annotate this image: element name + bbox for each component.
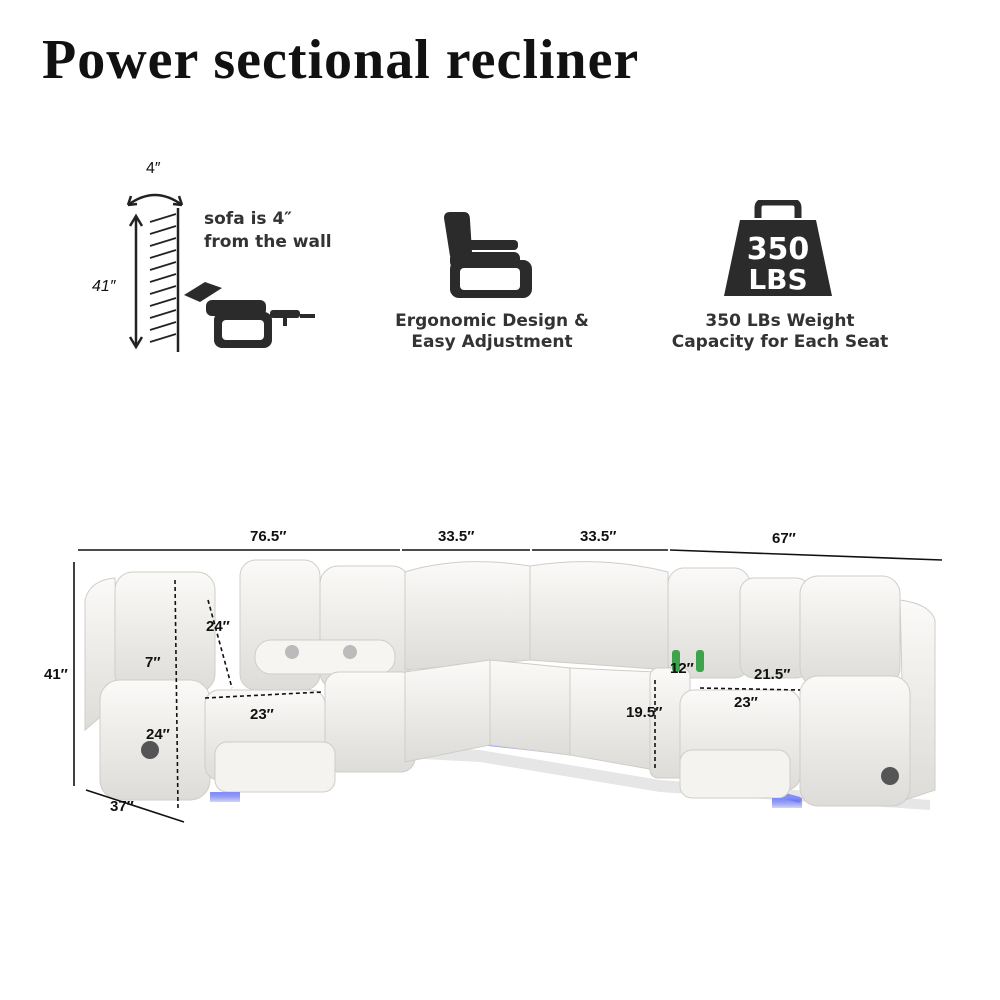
dim-overall-depth: 37″ — [110, 798, 134, 815]
sectional-sofa-image — [73, 549, 943, 823]
dim-seat-depth-right: 21.5″ — [754, 666, 791, 683]
recliner-chair-icon — [444, 212, 532, 298]
dim-overall-height: 41″ — [44, 666, 68, 683]
weight-badge-unit: LBS — [748, 263, 808, 296]
weight-capacity-icon — [724, 200, 832, 296]
dim-seat-width-left: 23″ — [250, 706, 274, 723]
dim-armrest-width: 7″ — [145, 654, 161, 671]
feature-text-line1: Ergonomic Design & — [395, 311, 589, 331]
wall-height-label: 41″ — [92, 278, 116, 295]
dim-seat-width-right: 23″ — [734, 694, 758, 711]
dim-top-corner-left: 33.5″ — [438, 528, 475, 545]
feature-text-line2: Capacity for Each Seat — [671, 332, 889, 352]
feature-text-line1: 350 LBs Weight — [705, 311, 855, 331]
page-title: Power sectional recliner — [42, 29, 640, 91]
feature-text-line1: sofa is 4″ — [204, 209, 292, 229]
wall-gap-label: 4″ — [146, 160, 161, 177]
feature-text-line2: Easy Adjustment — [411, 332, 573, 352]
dim-console-height: 19.5″ — [626, 704, 663, 721]
wall-clearance-icon — [126, 193, 315, 352]
dim-top-right-width: 67″ — [772, 530, 796, 547]
dim-top-left-width: 76.5″ — [250, 528, 287, 545]
dim-top-corner-right: 33.5″ — [580, 528, 617, 545]
dim-console-width: 12″ — [670, 660, 694, 677]
feature-text-line2: from the wall — [204, 232, 332, 252]
dim-back-height: 24″ — [206, 618, 230, 635]
weight-badge-number: 350 — [746, 232, 810, 267]
dim-seat-height: 24″ — [146, 726, 170, 743]
